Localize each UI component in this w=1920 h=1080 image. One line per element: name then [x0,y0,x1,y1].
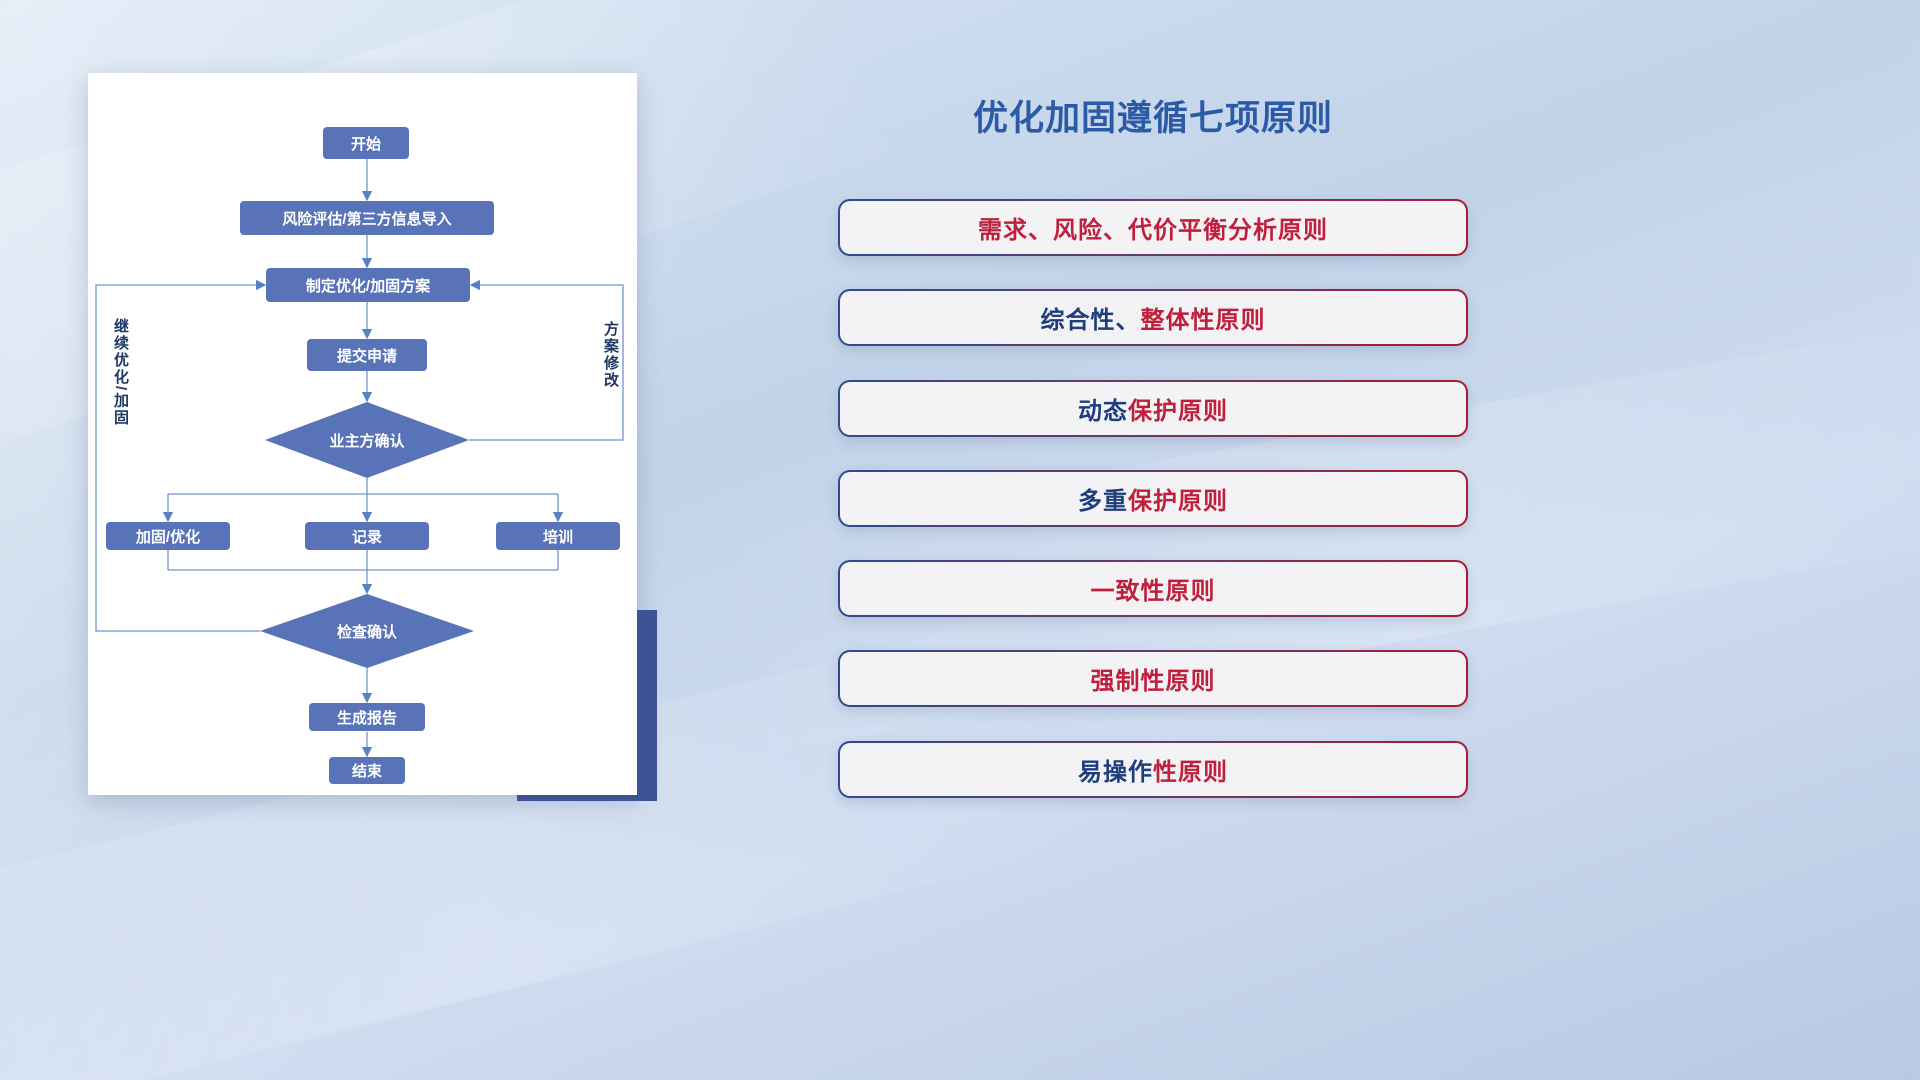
flow-node-risk-import: 风险评估/第三方信息导入 [240,201,494,235]
principle-box-5: 一致性原则 [838,560,1468,617]
flow-node-submit: 提交申请 [307,339,427,371]
principle-box-2: 综合性、整体性原则 [838,289,1468,346]
continue-optimize-loop [95,279,267,632]
principle-7-text-blue: 易操作 [1078,758,1153,786]
principle-7-text-red: 性原则 [1153,758,1228,786]
flow-node-record: 记录 [305,522,429,550]
principle-box-1: 需求、风险、代价平衡分析原则 [838,199,1468,256]
flowchart-panel: 开始 风险评估/第三方信息导入 制定优化/加固方案 提交申请 业主方确认 加固/… [88,73,637,795]
flow-node-make-plan: 制定优化/加固方案 [266,268,470,302]
principle-5-text-red: 一致性原则 [1090,578,1216,606]
flow-node-start: 开始 [323,127,409,159]
edge-label-continue-optimize: 继续优化/加固 [112,318,129,427]
page-title: 优化加固遵循七项原则 [972,99,1333,138]
principle-box-7: 易操作性原则 [838,741,1468,798]
principle-3-text-blue: 动态 [1078,397,1128,425]
principle-box-4: 多重保护原则 [838,470,1468,527]
flow-node-report: 生成报告 [309,703,425,731]
flow-connectors [95,159,624,758]
flow-node-end: 结束 [329,757,405,784]
principle-4-text-red: 保护原则 [1128,487,1228,515]
principle-2-text-red: 整体性原则 [1140,307,1266,335]
principle-3-text-red: 保护原则 [1128,397,1228,425]
principle-1-text-red: 需求、风险、代价平衡分析原则 [978,217,1328,244]
edge-label-plan-revise: 方案修改 [602,321,619,389]
flow-node-training: 培训 [496,522,620,550]
plan-revise-loop [469,279,624,441]
principles-list: 需求、风险、代价平衡分析原则 综合性、整体性原则 动态保护原则 多重保护原则 一… [838,199,1468,798]
flow-node-reinforce: 加固/优化 [106,522,230,550]
principle-4-text-blue: 多重 [1078,487,1128,515]
principle-box-6: 强制性原则 [838,650,1468,707]
principle-2-text-blue: 综合性、 [1040,307,1141,335]
principle-box-3: 动态保护原则 [838,380,1468,437]
principle-6-text-red: 强制性原则 [1090,668,1216,696]
